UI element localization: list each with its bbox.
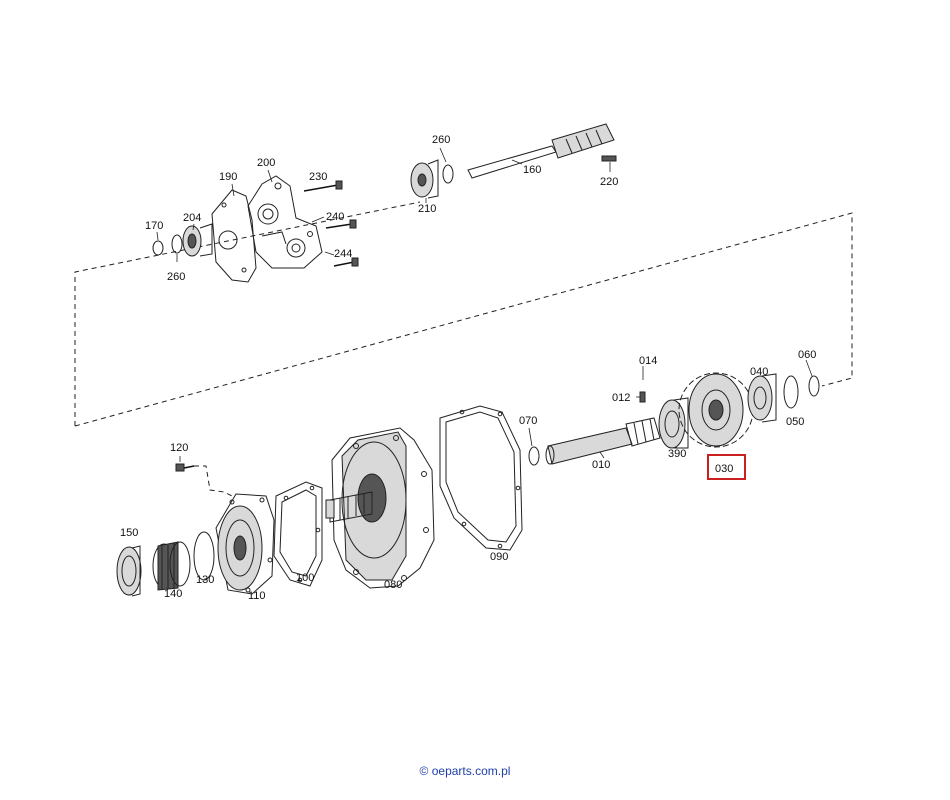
label-190: 190 — [219, 171, 237, 183]
label-070: 070 — [519, 415, 537, 427]
dashed-assembly-outline — [74, 201, 853, 427]
copyright-footer: © oeparts.com.pl — [419, 764, 511, 778]
label-090: 090 — [490, 551, 508, 563]
label-060: 060 — [798, 349, 816, 361]
label-100: 100 — [296, 572, 314, 584]
label-240: 240 — [326, 211, 344, 223]
label-140: 140 — [164, 588, 182, 600]
part-labels: 010 012 014 030 040 050 060 070 080 090 … — [120, 134, 816, 602]
label-012: 012 — [612, 392, 630, 404]
label-204: 204 — [183, 212, 201, 224]
label-200: 200 — [257, 157, 275, 169]
pump-assembly — [152, 169, 359, 283]
label-230: 230 — [309, 171, 327, 183]
label-210: 210 — [418, 203, 436, 215]
label-010: 010 — [592, 459, 610, 471]
label-050: 050 — [786, 416, 804, 428]
label-390: 390 — [668, 448, 686, 460]
label-014: 014 — [639, 355, 657, 367]
label-150: 150 — [120, 527, 138, 539]
label-160: 160 — [523, 164, 541, 176]
label-244: 244 — [334, 248, 352, 260]
main-assembly — [116, 359, 820, 597]
highlight-box-030 — [707, 454, 746, 480]
label-260-lower: 260 — [167, 271, 185, 283]
label-170: 170 — [145, 220, 163, 232]
label-220: 220 — [600, 176, 618, 188]
label-110: 110 — [248, 590, 266, 602]
label-260-upper: 260 — [432, 134, 450, 146]
label-040: 040 — [750, 366, 768, 378]
label-120: 120 — [170, 442, 188, 454]
label-130: 130 — [196, 574, 214, 586]
label-080: 080 — [384, 579, 402, 591]
shaft-assembly-160 — [410, 123, 617, 203]
label-030: 030 — [715, 463, 733, 475]
